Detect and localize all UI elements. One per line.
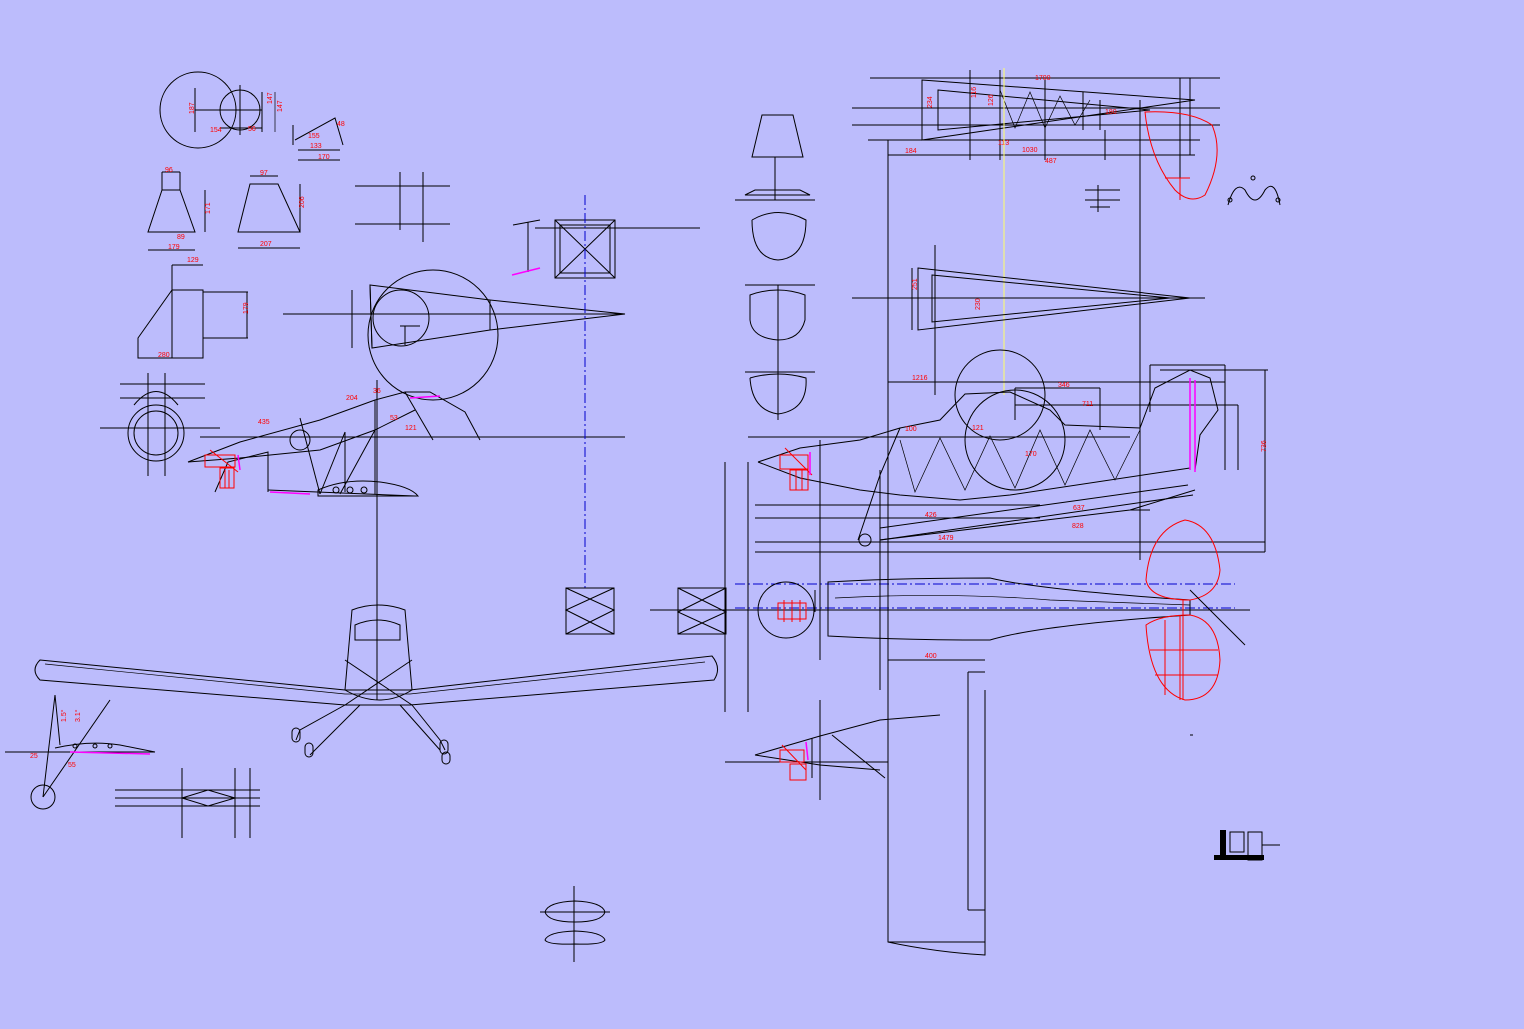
nose-side-view-small	[725, 700, 941, 800]
dim-736: 736	[1261, 440, 1268, 452]
rudder-top-view: 251 230	[852, 245, 1205, 395]
frame-box-top	[511, 219, 700, 279]
crosshair-detail	[355, 172, 450, 242]
dim-170a: 170	[318, 154, 330, 161]
fuselage-side-view: 1216 346 711 100 121 170 736 426 637 828…	[724, 349, 1268, 712]
dim-184: 184	[905, 148, 917, 155]
dim-180: 180	[1105, 109, 1117, 116]
dim-400: 400	[925, 653, 937, 660]
landing-gear-detail: 1.5° 3.1° 25 55	[5, 694, 156, 810]
dim-346: 346	[1058, 382, 1070, 389]
dim-36: 36	[373, 388, 381, 395]
dim-121b: 121	[972, 425, 984, 432]
dim-56: 56	[248, 126, 256, 133]
dim-179b: 179	[243, 302, 250, 314]
dim-1-5deg: 1.5°	[60, 709, 68, 722]
dim-234: 234	[927, 96, 934, 108]
prop-detail	[777, 600, 807, 622]
dim-171: 171	[205, 202, 212, 214]
dim-280: 280	[158, 352, 170, 359]
dim-204: 204	[346, 395, 358, 402]
dim-97: 97	[260, 170, 268, 177]
dim-89: 89	[177, 234, 185, 241]
dim-116: 116	[971, 87, 978, 98]
dim-170b: 170	[1025, 451, 1037, 458]
dim-100: 100	[905, 426, 917, 433]
dim-147b: 147	[277, 100, 284, 112]
dim-96: 96	[165, 167, 173, 174]
dim-187: 187	[189, 102, 196, 114]
dim-126: 126	[988, 94, 995, 106]
tail-boom-side-view	[283, 269, 626, 401]
small-symbols	[1085, 175, 1281, 212]
dim-206: 206	[299, 196, 306, 208]
airfoil-section-bottom	[540, 886, 610, 962]
dim-637: 637	[1073, 505, 1085, 512]
gusset-part: 129 179 280	[137, 257, 250, 359]
dim-1216: 1216	[912, 375, 928, 382]
dim-251: 251	[912, 278, 919, 290]
dim-3-1deg: 3.1°	[74, 709, 82, 722]
fuselage-top-view: 400	[745, 519, 1250, 701]
dim-133: 133	[310, 143, 322, 150]
dim-1700: 1700	[1035, 75, 1051, 82]
dim-25: 25	[30, 753, 38, 760]
wing-section-side	[317, 480, 420, 497]
section-profiles	[735, 114, 815, 420]
dim-48: 48	[337, 121, 345, 128]
dim-230: 230	[975, 298, 982, 310]
dim-129: 129	[187, 257, 199, 264]
dim-55: 55	[68, 762, 76, 769]
dim-147a: 147	[267, 92, 274, 104]
dim-435: 435	[258, 419, 270, 426]
front-view-aircraft	[34, 604, 718, 765]
dim-711: 711	[1082, 401, 1093, 408]
dim-487: 487	[1045, 158, 1057, 165]
dim-828: 828	[1072, 523, 1084, 530]
dim-53: 53	[390, 415, 398, 422]
spar-detail	[115, 768, 260, 838]
trapezoid-part-2: 97 206 207	[237, 170, 306, 249]
dim-155: 155	[308, 133, 320, 140]
dim-179a: 179	[168, 244, 180, 251]
engine-detail	[204, 449, 241, 489]
dim-1030: 1030	[1022, 147, 1038, 154]
trapezoid-part-1: 96 171 89 179	[147, 167, 212, 251]
stabilizer-top-view: 1700 234 116 126 180 113 1030 184 487	[852, 70, 1220, 690]
dim-426: 426	[925, 512, 937, 519]
frame-box-bottom	[564, 587, 760, 635]
bracket-detail: 155 133 170 48	[292, 117, 345, 161]
wing-plan-view	[887, 671, 986, 956]
frame-section-detail: 187 154 147 147 56	[159, 71, 284, 149]
title-block-symbol	[1214, 830, 1280, 861]
engine-detail-main	[779, 447, 813, 491]
dim-121a: 121	[405, 425, 417, 432]
dim-207: 207	[260, 241, 272, 248]
dim-154: 154	[210, 127, 222, 134]
dim-1479: 1479	[938, 535, 954, 542]
cabin-side-view: 204 435 53 121 36	[100, 373, 625, 700]
